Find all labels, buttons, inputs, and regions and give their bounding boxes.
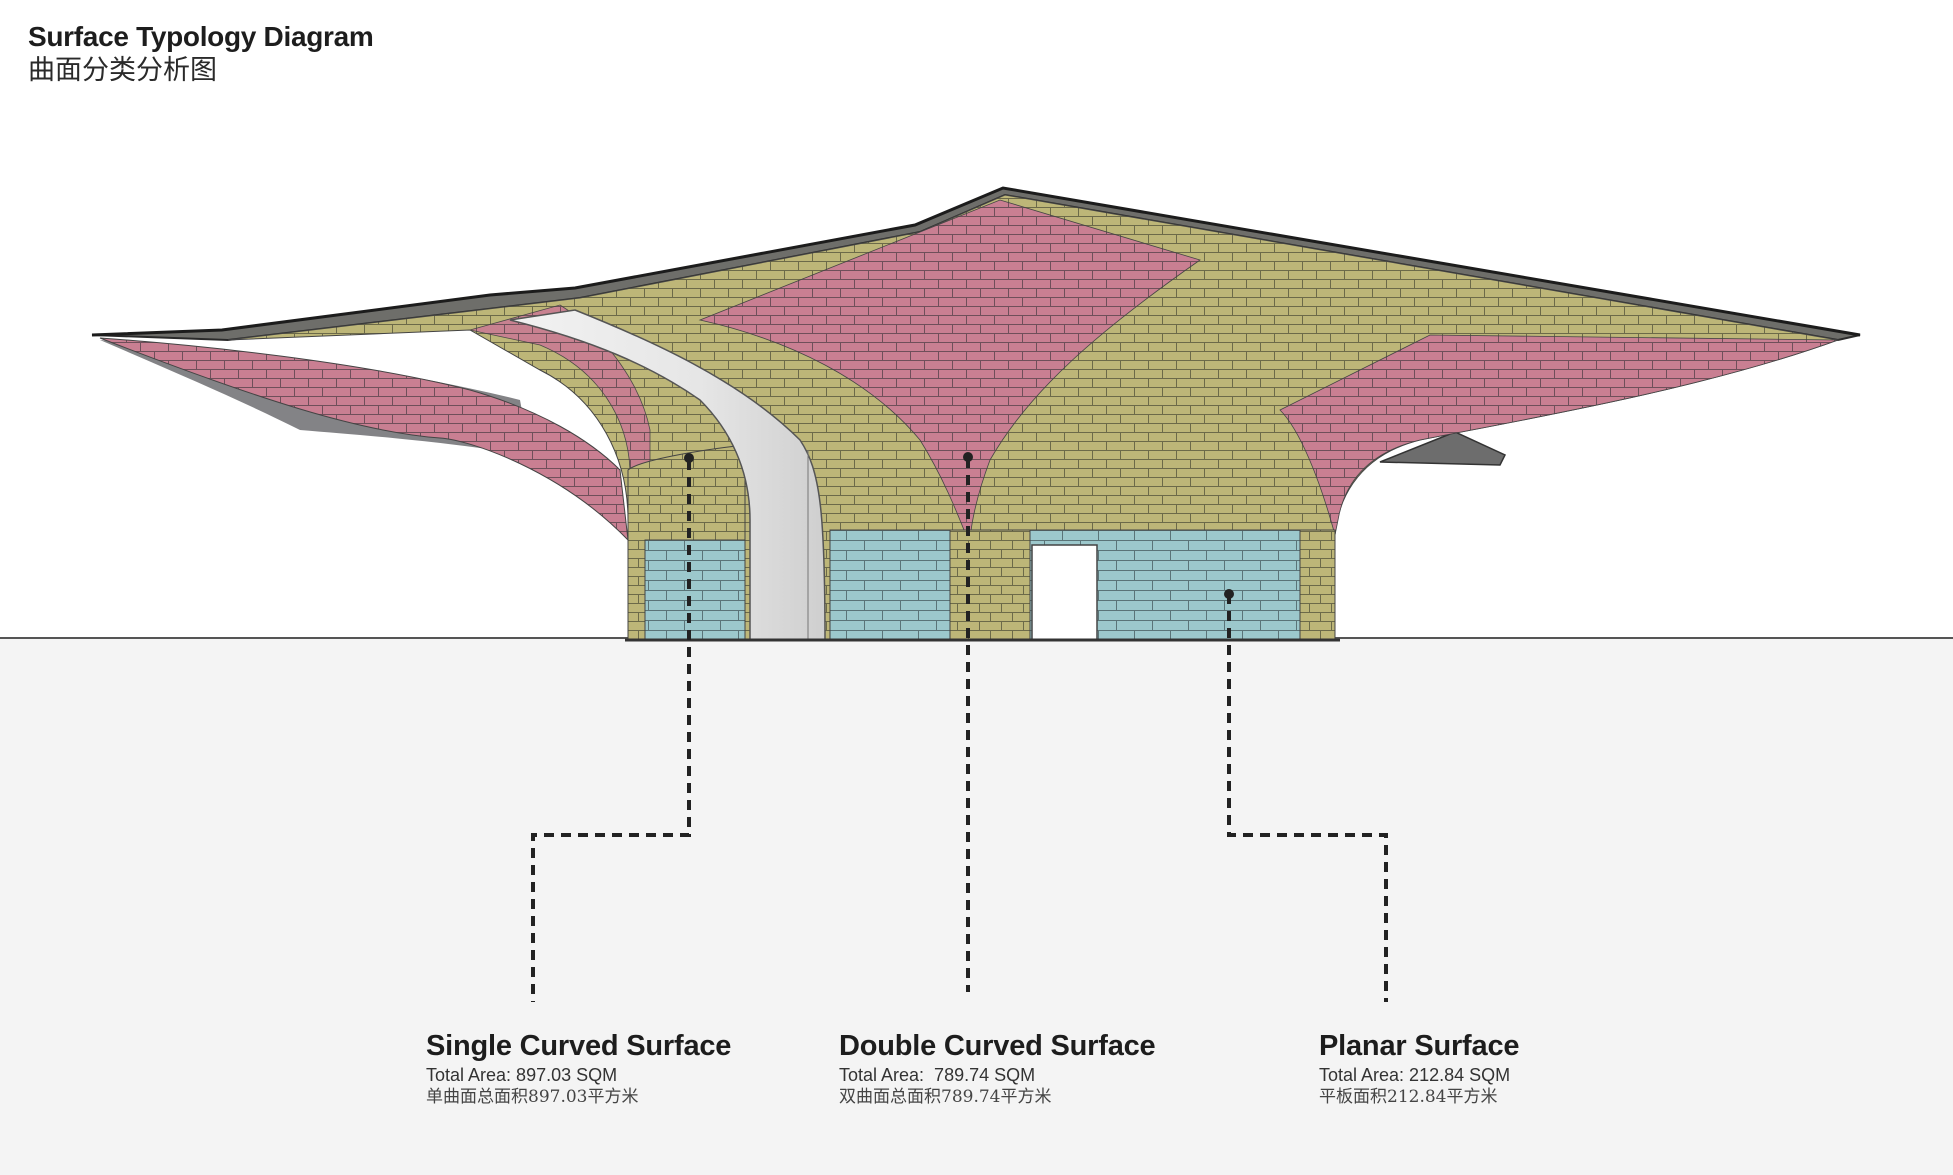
roof-underside-right [1379, 431, 1507, 466]
label-name: Double Curved Surface [839, 1030, 1156, 1062]
leader-dot-single [684, 453, 694, 463]
ground-plane [0, 638, 1953, 1175]
title-chinese: 曲面分类分析图 [28, 55, 217, 86]
double-curved-column-right [1299, 529, 1336, 641]
label-area-zh: 平板面积212.84平方米 [1319, 1087, 1498, 1107]
door-opening [1031, 544, 1098, 641]
leader-single [531, 460, 691, 1002]
roof-edge-top [91, 186, 1861, 337]
single-curved-band-right [1279, 334, 1839, 536]
label-area-en: Total Area: 789.74 SQM [839, 1065, 1036, 1085]
label-planar-surface: Planar Surface Total Area: 212.84 SQM 平板… [1319, 1028, 1520, 1108]
label-name: Single Curved Surface [426, 1030, 732, 1062]
single-curved-region-left [99, 337, 629, 542]
label-name: Planar Surface [1319, 1030, 1520, 1062]
title-block: Surface Typology Diagram 曲面分类分析图 [28, 20, 374, 88]
label-double-curved-surface: Double Curved Surface Total Area: 789.74… [839, 1028, 1156, 1108]
label-area-zh: 单曲面总面积897.03平方米 [426, 1087, 639, 1107]
label-area-en: Total Area: 897.03 SQM [426, 1065, 618, 1085]
planar-region-left-column [644, 539, 746, 641]
label-area-zh: 双曲面总面积789.74平方米 [839, 1087, 1052, 1107]
double-curved-column-center [949, 529, 1031, 641]
leader-dot-planar [1224, 589, 1234, 599]
planar-region-center [829, 529, 951, 641]
title-english: Surface Typology Diagram [28, 21, 374, 52]
label-area-en: Total Area: 212.84 SQM [1319, 1065, 1511, 1085]
label-single-curved-surface: Single Curved Surface Total Area: 897.03… [426, 1028, 731, 1108]
leader-dot-double [963, 452, 973, 462]
curved-opening-wall [509, 309, 826, 641]
leader-planar [1227, 594, 1388, 1002]
